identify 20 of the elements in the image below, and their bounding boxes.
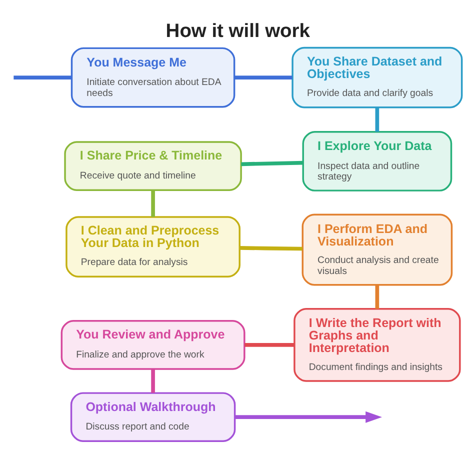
- arrow: [234, 411, 382, 423]
- node-box: You Share Dataset and Objectives Provide data and clarify goals: [292, 46, 463, 108]
- node-box: I Share Price & Timeline Receive quote and timeline: [64, 141, 242, 191]
- diagram-title: How it will work: [166, 21, 310, 42]
- connector: [14, 76, 72, 80]
- connector: [375, 284, 380, 309]
- node-box: I Perform EDA and Visualization Conduct analysis and create visuals: [302, 214, 453, 286]
- node-box: You Review and Approve Finalize and approve the work: [60, 320, 246, 370]
- node-box: I Write the Report with Graphs and Interpretation Document findings and insights: [294, 308, 461, 382]
- node-box: You Message Me Initiate conversation about EDA needs: [70, 47, 236, 108]
- node-box: Optional Walkthrough Discuss report and code: [70, 392, 236, 442]
- connector: [234, 76, 292, 80]
- connector: [151, 369, 155, 393]
- connector: [375, 108, 380, 132]
- connector: [241, 160, 303, 166]
- connector: [244, 343, 294, 347]
- node-box: I Clean and Preprocess Your Data in Python Prepare data for analysis: [66, 216, 240, 278]
- node-box: I Explore Your Data Inspect data and outline strategy: [302, 131, 452, 192]
- connector: [240, 246, 302, 251]
- connector: [151, 190, 155, 217]
